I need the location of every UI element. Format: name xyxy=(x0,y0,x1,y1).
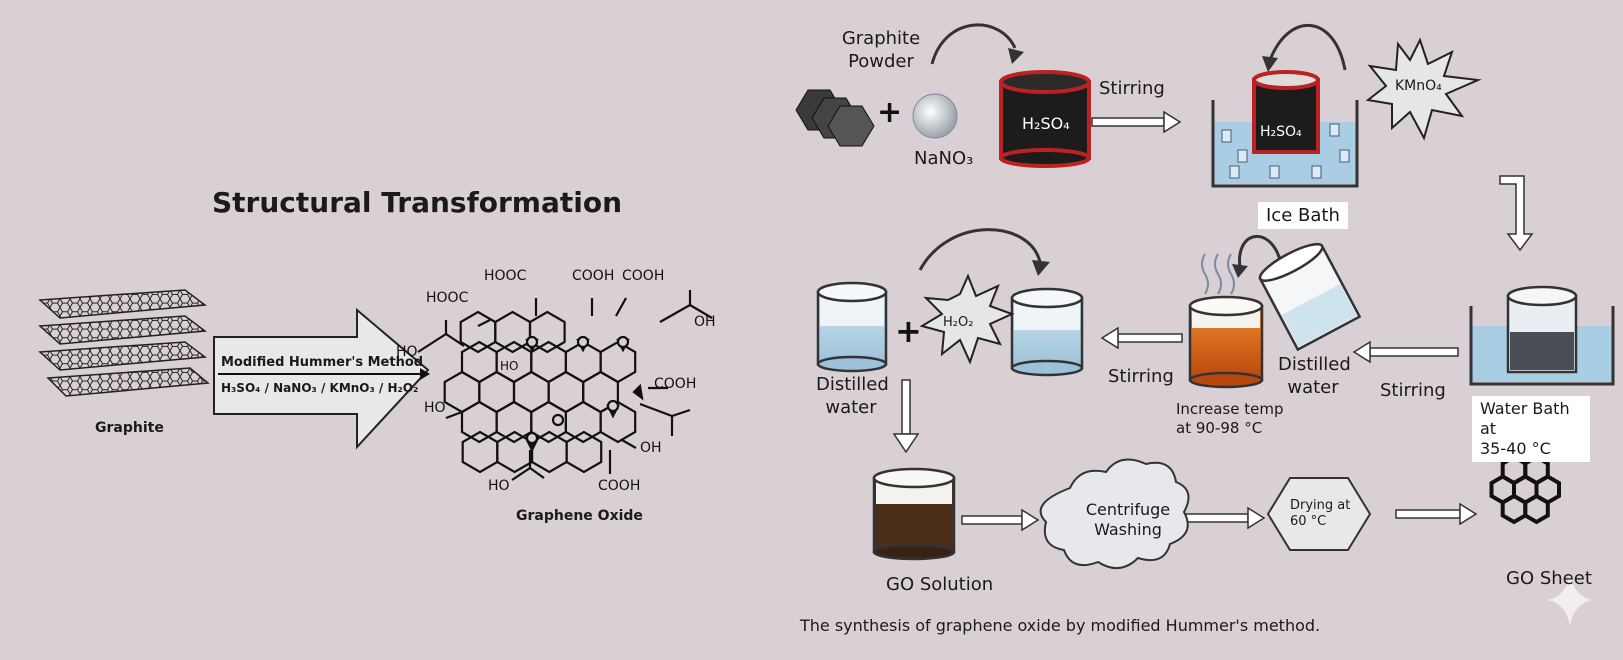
group-ho-inner: HO xyxy=(500,359,518,373)
graphene-oxide-structure xyxy=(417,290,713,481)
h2so4-label-1: H₂SO₄ xyxy=(1022,114,1070,133)
ice-bath-container xyxy=(1211,70,1359,188)
drying-label: Drying at 60 °C xyxy=(1290,498,1351,530)
go-sheet-icon xyxy=(1489,454,1561,525)
group-ho-lower: HO xyxy=(424,400,446,416)
group-hooc-left: HOOC xyxy=(426,290,469,306)
nano3-crystal-icon xyxy=(912,93,958,139)
group-cooh-bottom: COOH xyxy=(598,478,640,494)
graphene-oxide-label: Graphene Oxide xyxy=(516,508,643,524)
graphite-powder-icon xyxy=(795,89,875,147)
stirring-label-2: Stirring xyxy=(1380,380,1446,401)
stirring-label-1: Stirring xyxy=(1099,78,1165,99)
go-solution-beaker xyxy=(872,467,956,561)
go-solution-label: GO Solution xyxy=(886,574,994,595)
plus-icon-2: + xyxy=(895,312,922,350)
group-oh-top-right: OH xyxy=(694,314,716,330)
graphite-label: Graphite xyxy=(95,420,164,436)
h2so4-label-2: H₂SO₄ xyxy=(1260,124,1302,140)
sparkle-icon xyxy=(1548,574,1592,626)
drying-hexagon xyxy=(1266,477,1372,551)
kmno4-burst-icon xyxy=(1365,37,1482,141)
graphite-layers-icon xyxy=(38,289,210,397)
method-arrow xyxy=(213,307,430,450)
water-beaker-2 xyxy=(1010,287,1084,377)
functional-groups: HOOC HOOC COOH COOH OH HO HO COOH HO OH … xyxy=(396,268,716,494)
curved-arrow-icons xyxy=(918,23,1347,271)
group-cooh-a: COOH xyxy=(572,268,614,284)
group-hooc-top: HOOC xyxy=(484,268,527,284)
distilled-water-label-2: Distilled water xyxy=(816,374,889,418)
centrifuge-label: Centrifuge Washing xyxy=(1085,500,1171,539)
nano3-label: NaNO₃ xyxy=(914,148,974,169)
go-sheet-label: GO Sheet xyxy=(1506,568,1592,589)
h2o2-burst-icon xyxy=(919,273,1015,365)
group-ho-bottom: HO xyxy=(488,478,510,494)
figure-caption: The synthesis of graphene oxide by modif… xyxy=(800,616,1321,635)
distilled-water-label-1: Distilled water xyxy=(1278,354,1351,398)
ice-bath-label: Ice Bath xyxy=(1258,202,1348,229)
group-ho-left: HO xyxy=(396,344,418,360)
increase-temp-label: Increase temp at 90-98 °C xyxy=(1176,400,1284,437)
centrifuge-cloud xyxy=(1039,458,1190,569)
reagents-label: H₃SO₄ / NaNO₃ / KMnO₃ / H₂O₂ xyxy=(221,381,419,395)
group-cooh-b: COOH xyxy=(622,268,664,284)
kmno4-label: KMnO₄ xyxy=(1395,78,1442,94)
heated-beaker xyxy=(1188,253,1264,389)
stirring-label-3: Stirring xyxy=(1108,366,1174,387)
section-title: Structural Transformation xyxy=(212,186,623,219)
water-beaker-1 xyxy=(816,281,888,373)
bend-arrow-down xyxy=(1499,175,1534,252)
plus-icon: + xyxy=(877,95,902,130)
group-cooh-right: COOH xyxy=(654,376,696,392)
water-bath-label: Water Bath at 35-40 °C xyxy=(1472,396,1590,462)
pouring-beaker-icon xyxy=(1258,242,1362,352)
h2o2-label: H₂O₂ xyxy=(943,315,974,330)
water-bath-container xyxy=(1469,285,1615,386)
h2so4-beaker-1 xyxy=(999,70,1091,168)
method-name: Modified Hummer's Method xyxy=(221,355,424,370)
graphite-powder-label: Graphite Powder xyxy=(841,28,921,72)
group-oh-bottom: OH xyxy=(640,440,662,456)
